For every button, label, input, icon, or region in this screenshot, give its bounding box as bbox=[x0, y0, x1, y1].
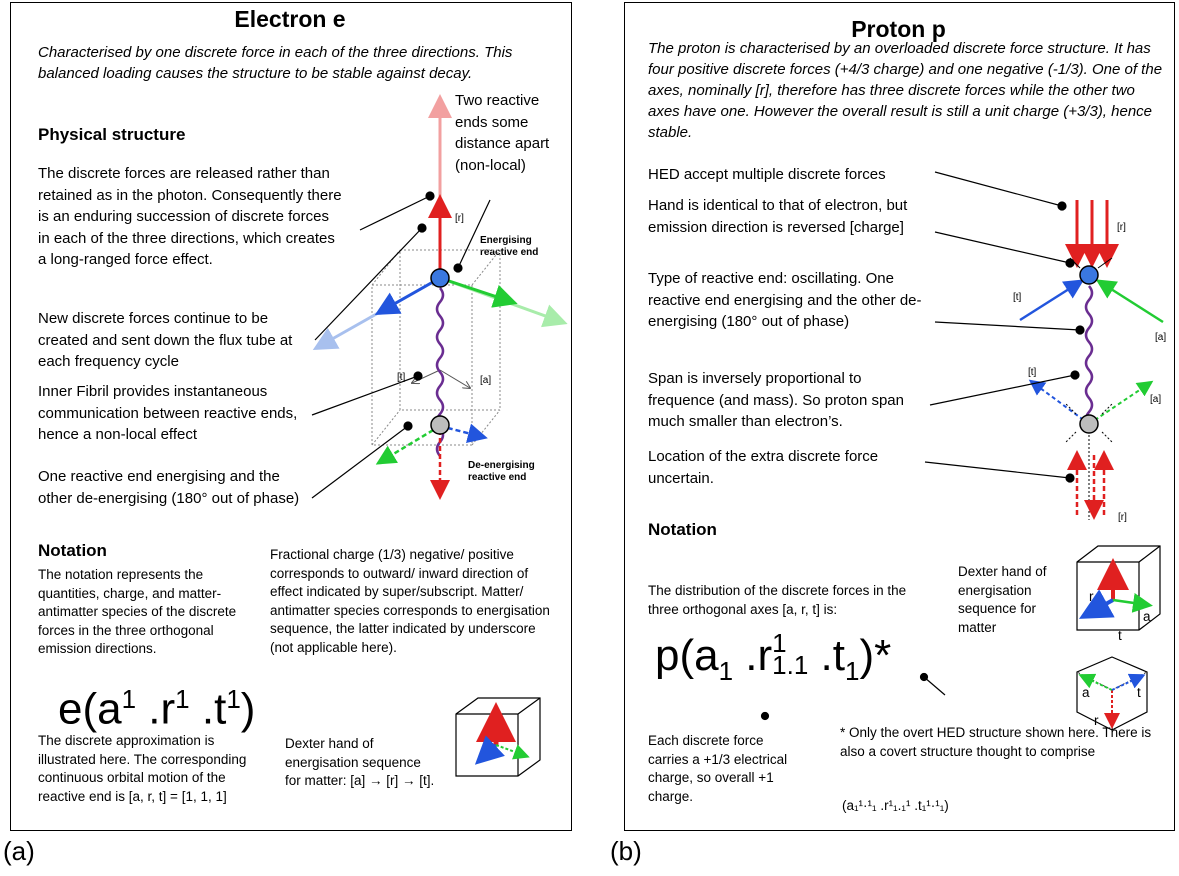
axis-t-label-b2: [t] bbox=[1028, 367, 1037, 378]
panel-a-text-3: Inner Fibril provides instantaneous comm… bbox=[38, 383, 298, 443]
cube1-t-label: t bbox=[1118, 628, 1122, 643]
formula-p-t-sub: 1 bbox=[845, 655, 860, 686]
panel-a-intro: Characterised by one discrete force in e… bbox=[38, 44, 513, 82]
formula-p-close: )* bbox=[859, 631, 892, 680]
dexter-hand-text-b: Dexter hand of energisation sequence for… bbox=[958, 564, 1047, 635]
panel-b-label: (b) bbox=[610, 836, 642, 866]
each-force-text: Each discrete force carries a +1/3 elect… bbox=[648, 733, 788, 804]
formula-p-r: .r bbox=[733, 631, 773, 680]
covert-structure-formula: (a₁¹·¹₁ .r¹₁.₁¹ .t₁¹·¹₁) bbox=[842, 798, 949, 813]
approximation-text: The discrete approximation is illustrate… bbox=[38, 733, 247, 804]
energising-end-label: Energising reactive end bbox=[480, 235, 539, 258]
two-reactive-ends-label: Two reactive ends some distance apart (n… bbox=[455, 92, 550, 174]
panel-a bbox=[10, 2, 572, 831]
panel-b-callout-4: Span is inversely proportional to freque… bbox=[648, 370, 904, 430]
electron-diagram bbox=[312, 94, 568, 500]
panel-b-callouts bbox=[760, 171, 1085, 721]
formula-e-a-sup: 1 bbox=[121, 684, 137, 714]
physical-structure-heading: Physical structure bbox=[38, 125, 186, 144]
panel-a-title: Electron e bbox=[234, 6, 346, 32]
formula-p-a-sub: 1 bbox=[718, 655, 734, 686]
formula-e-r: .r bbox=[136, 684, 176, 734]
axis-r-label-b1: [r] bbox=[1117, 222, 1126, 233]
formula-e-base: e(a bbox=[58, 684, 122, 734]
formula-p-r-sup: 1 bbox=[772, 628, 787, 658]
axis-a-label-b1: [a] bbox=[1155, 332, 1167, 343]
fractional-charge-text: Fractional charge (1/3) negative/ positi… bbox=[270, 547, 550, 655]
formula-e-r-sup: 1 bbox=[175, 684, 190, 714]
axis-t-label-a: [t] bbox=[397, 372, 406, 383]
dexter-cube-b1 bbox=[1076, 545, 1161, 631]
axis-t-label-b1: [t] bbox=[1013, 292, 1022, 303]
panel-a-label: (a) bbox=[3, 836, 35, 866]
cube2-r-label: r bbox=[1094, 713, 1099, 728]
proton-diagram bbox=[1019, 200, 1164, 520]
axis-a-label-a: [a] bbox=[480, 375, 492, 386]
formula-e-t-sup: 1 bbox=[226, 684, 241, 714]
cube1-a-label: a bbox=[1143, 609, 1151, 624]
formula-e-t: .t bbox=[189, 684, 227, 734]
panel-b-callout-3: Type of reactive end: oscillating. One r… bbox=[648, 270, 922, 330]
axis-r-label-a: [r] bbox=[455, 213, 464, 224]
electron-formula: e(a1 .r1 .t1) bbox=[58, 675, 255, 734]
formula-e-close: ) bbox=[240, 684, 256, 734]
notation-text-a: The notation represents the quantities, … bbox=[38, 567, 237, 656]
notation-heading-b: Notation bbox=[648, 520, 717, 539]
axis-a-label-b2: [a] bbox=[1150, 394, 1162, 405]
notation-heading-a: Notation bbox=[38, 541, 107, 560]
panel-b-callout-1: HED accept multiple discrete forces bbox=[648, 166, 886, 183]
dexter-cube-b2 bbox=[1076, 656, 1148, 731]
panel-a-text-1: The discrete forces are released rather … bbox=[38, 165, 342, 268]
panel-a-callouts bbox=[311, 191, 491, 499]
cube2-t-label: t bbox=[1137, 685, 1141, 700]
panel-b-callout-5: Location of the extra discrete force unc… bbox=[648, 448, 879, 487]
panel-b-title: Proton p bbox=[851, 16, 946, 42]
distribution-text: The distribution of the discrete forces … bbox=[648, 583, 907, 617]
formula-p-r-sub: 1.1 bbox=[772, 650, 809, 680]
cube2-a-label: a bbox=[1082, 685, 1090, 700]
dexter-cube-a bbox=[455, 697, 541, 777]
panel-a-text-4-content: One reactive end energising and the othe… bbox=[38, 468, 300, 507]
panel-b-intro: The proton is characterised by an overlo… bbox=[648, 40, 1163, 141]
panel-b-callout-2: Hand is identical to that of electron, b… bbox=[648, 197, 908, 236]
panel-a-text-2: New discrete forces continue to be creat… bbox=[38, 310, 293, 370]
deenergising-end-label: De-energising reactive end bbox=[468, 460, 535, 483]
formula-p-t: .t bbox=[808, 631, 846, 680]
footnote-text: * Only the overt HED structure shown her… bbox=[840, 725, 1152, 759]
dexter-hand-text-a: Dexter hand of energisation sequence for… bbox=[285, 736, 435, 788]
panel-a-text-4: One reactive end energising and the othe… bbox=[38, 466, 313, 509]
formula-p-base: p(a bbox=[655, 631, 719, 680]
axis-r-label-b2: [r] bbox=[1118, 512, 1127, 523]
